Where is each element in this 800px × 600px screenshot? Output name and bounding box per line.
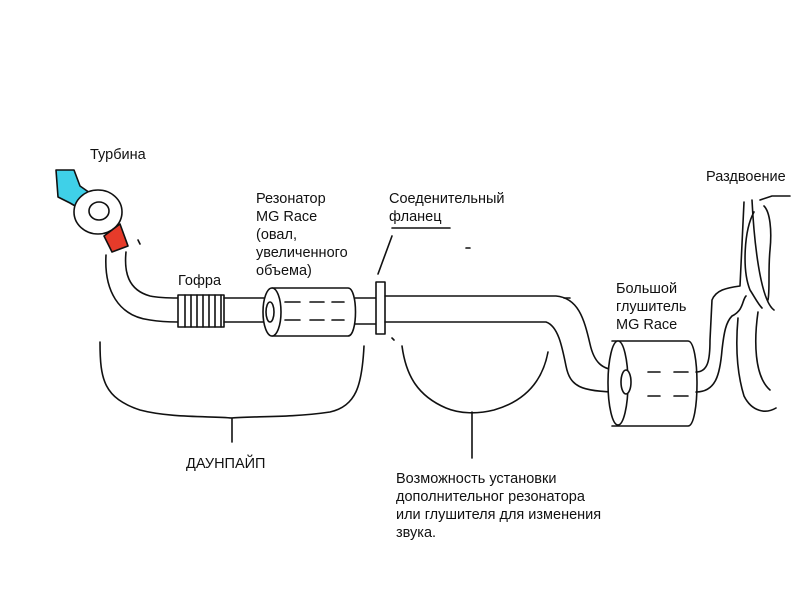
mid-pipe-top <box>385 296 618 370</box>
flange-leader <box>378 236 392 274</box>
turbine-wheel <box>89 202 109 220</box>
flange <box>376 282 385 334</box>
split-tailpipe-1 <box>696 202 744 372</box>
option-bracket <box>402 346 548 413</box>
split-tailpipe-4 <box>737 318 776 411</box>
turbine-label: Турбина <box>90 147 146 163</box>
mid-pipe-bottom <box>385 322 620 392</box>
split-tailpipe-2 <box>696 296 746 392</box>
big-muffler <box>608 341 697 426</box>
turbine-group <box>56 170 128 252</box>
split-tailpipe-5 <box>756 312 770 390</box>
split-tailpipe-7 <box>764 206 771 300</box>
gofra <box>178 295 224 327</box>
split-tailpipe-3 <box>752 200 774 310</box>
turbine-outlet <box>104 224 128 252</box>
resonator-label: Резонатор MG Race (овал, увеличенного об… <box>256 191 348 279</box>
option-label: Возможность установки дополнительног рез… <box>396 471 602 541</box>
flange-label: Соеденительный фланец <box>389 191 505 225</box>
downpipe-pipe-bottom <box>106 255 178 322</box>
resonator <box>263 288 356 336</box>
big-muffler-label: Большой глушитель MG Race <box>616 281 687 333</box>
downpipe-pipe-top <box>126 252 178 298</box>
split-bracket <box>745 212 762 308</box>
split-tailpipe-6 <box>760 196 790 200</box>
downpipe-bracket <box>100 342 364 418</box>
split-label: Раздвоение <box>706 169 786 185</box>
downpipe-label: ДАУНПАЙП <box>186 456 266 472</box>
gofra-label: Гофра <box>178 273 222 289</box>
